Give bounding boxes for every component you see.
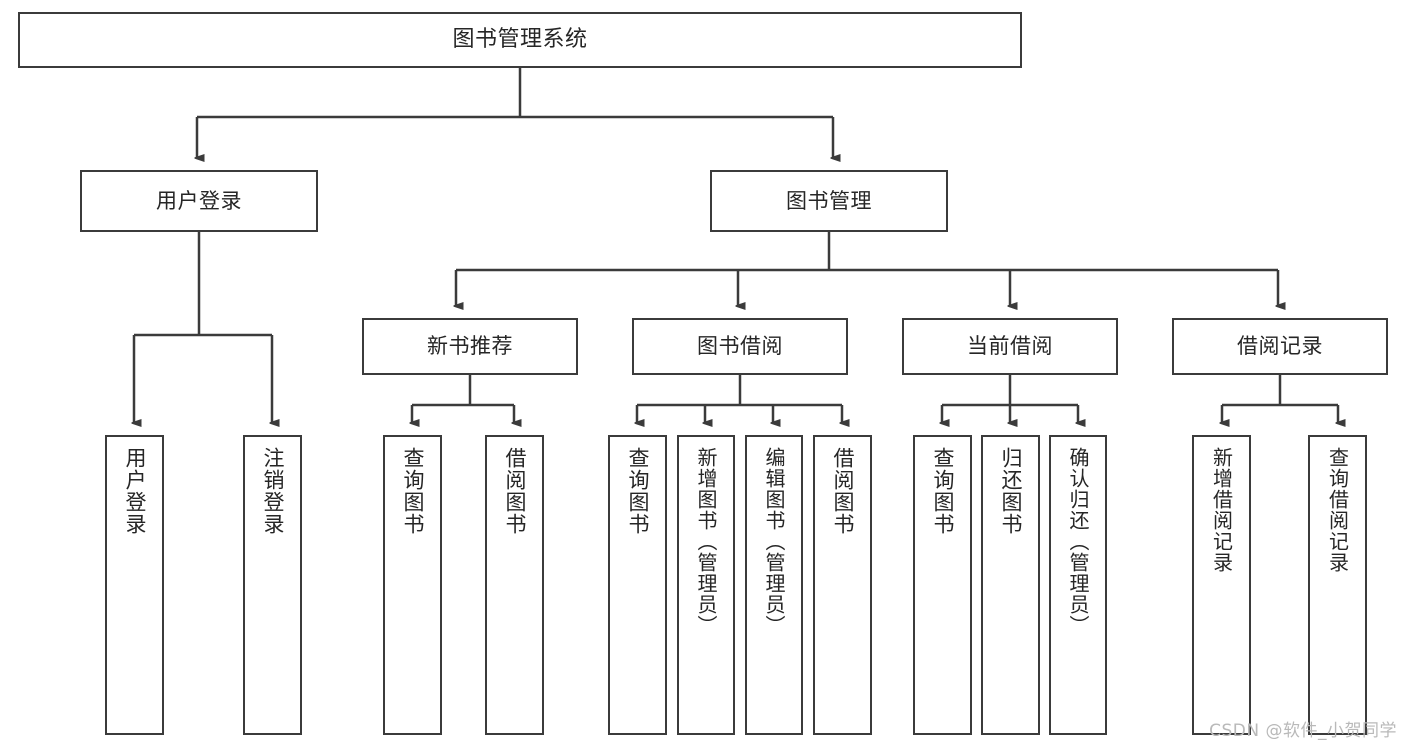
node-label: 借阅图书 [831, 447, 856, 535]
node-label: 查询图书 [626, 447, 651, 535]
watermark-text: CSDN @软件_小贺同学 [1209, 721, 1397, 741]
node-label: 编辑图书（管理员） [762, 447, 786, 636]
node-leaf-borrow-book-borrow[interactable]: 借阅图书 [813, 435, 872, 735]
node-label: 新书推荐 [427, 334, 513, 359]
node-leaf-query-book-borrow[interactable]: 查询图书 [608, 435, 667, 735]
node-label: 新增图书（管理员） [694, 447, 718, 636]
node-current-borrow[interactable]: 当前借阅 [902, 318, 1118, 375]
node-label: 查询图书 [931, 447, 956, 535]
node-label: 图书管理系统 [452, 26, 588, 52]
node-label: 图书借阅 [697, 334, 783, 359]
node-label: 用户登录 [123, 447, 148, 535]
node-borrow-record[interactable]: 借阅记录 [1172, 318, 1388, 375]
node-leaf-query-book-current[interactable]: 查询图书 [913, 435, 972, 735]
node-label: 当前借阅 [967, 334, 1053, 359]
node-label: 确认归还（管理员） [1066, 447, 1090, 636]
node-new-book-recommendation[interactable]: 新书推荐 [362, 318, 578, 375]
node-label: 借阅记录 [1237, 334, 1323, 359]
node-book-management[interactable]: 图书管理 [710, 170, 948, 232]
node-leaf-add-book-admin[interactable]: 新增图书（管理员） [677, 435, 735, 735]
node-label: 查询借阅记录 [1325, 447, 1350, 573]
node-label: 借阅图书 [503, 447, 528, 535]
node-leaf-edit-book-admin[interactable]: 编辑图书（管理员） [745, 435, 803, 735]
node-label: 用户登录 [156, 188, 242, 213]
node-root-book-management-system[interactable]: 图书管理系统 [18, 12, 1022, 68]
node-leaf-query-book-recommend[interactable]: 查询图书 [383, 435, 442, 735]
node-leaf-user-login[interactable]: 用户登录 [105, 435, 164, 735]
node-leaf-add-borrow-record[interactable]: 新增借阅记录 [1192, 435, 1251, 735]
node-label: 注销登录 [261, 447, 286, 535]
node-label: 归还图书 [999, 447, 1024, 535]
node-label: 查询图书 [401, 447, 426, 535]
node-leaf-confirm-return-admin[interactable]: 确认归还（管理员） [1049, 435, 1107, 735]
node-user-login[interactable]: 用户登录 [80, 170, 318, 232]
node-leaf-query-borrow-record[interactable]: 查询借阅记录 [1308, 435, 1367, 735]
node-leaf-return-book[interactable]: 归还图书 [981, 435, 1040, 735]
node-leaf-borrow-book-recommend[interactable]: 借阅图书 [485, 435, 544, 735]
node-leaf-logout[interactable]: 注销登录 [243, 435, 302, 735]
node-label: 新增借阅记录 [1209, 447, 1234, 573]
node-book-borrow[interactable]: 图书借阅 [632, 318, 848, 375]
node-label: 图书管理 [786, 188, 872, 213]
